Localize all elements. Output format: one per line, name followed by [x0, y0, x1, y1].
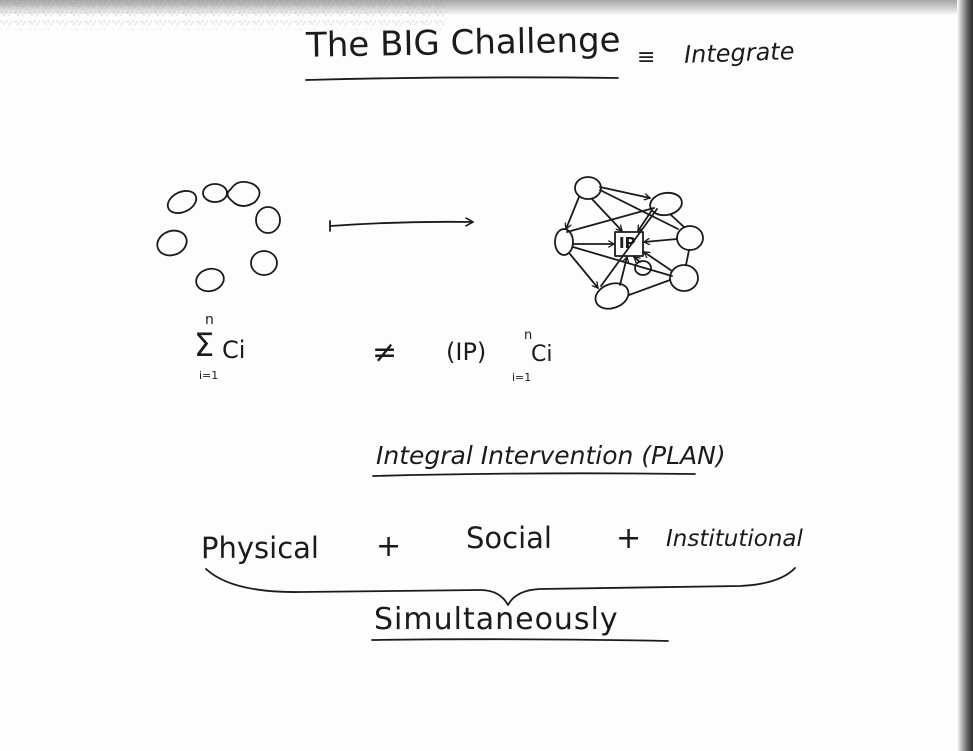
scattered-circles — [156, 180, 281, 293]
circle-5 — [156, 229, 188, 257]
scan-noise — [0, 0, 445, 30]
components-brace — [205, 567, 796, 606]
formula-right-ip: (IP) — [446, 338, 487, 366]
scan-right-edge — [957, 0, 973, 751]
node-lower-mid — [634, 260, 652, 276]
circle-3 — [226, 180, 261, 207]
title-equiv: ≡ — [637, 45, 656, 70]
integrated-network — [554, 176, 704, 310]
formula-left-sum: Σ — [194, 326, 215, 364]
formula-right-upper: n — [524, 328, 533, 343]
node-top — [574, 176, 602, 200]
circle-6 — [195, 267, 225, 293]
circle-7 — [250, 250, 278, 276]
circle-2 — [202, 183, 228, 203]
label-social: Social — [466, 521, 552, 555]
simultaneously-underline — [371, 638, 669, 642]
integral-intervention-heading: Integral Intervention (PLAN) — [376, 441, 726, 470]
transform-arrow — [329, 222, 472, 227]
node-left — [554, 228, 574, 256]
formula-left-term: Ci — [222, 336, 246, 364]
integral-underline — [372, 472, 696, 477]
ip-box-label: IP — [619, 234, 636, 252]
formula-left-lower: i=1 — [199, 369, 219, 382]
title-underline — [305, 76, 619, 81]
label-institutional: Institutional — [666, 526, 803, 552]
circle-1 — [166, 190, 198, 214]
formula-right-term: Ci — [531, 342, 553, 367]
node-top-right — [649, 191, 683, 217]
node-bottom-left — [594, 282, 630, 310]
formula-right-lower: i=1 — [512, 371, 532, 384]
label-physical: Physical — [201, 531, 319, 565]
circle-4 — [255, 206, 281, 234]
label-simultaneously: Simultaneously — [374, 602, 619, 637]
node-right — [676, 225, 704, 251]
plus-1: + — [376, 529, 402, 564]
scan-top-shadow — [0, 0, 973, 14]
plus-2: + — [616, 521, 642, 556]
formula-neq: ≠ — [372, 335, 398, 370]
node-bottom-right — [669, 264, 699, 292]
formula-left-upper: n — [205, 312, 214, 328]
